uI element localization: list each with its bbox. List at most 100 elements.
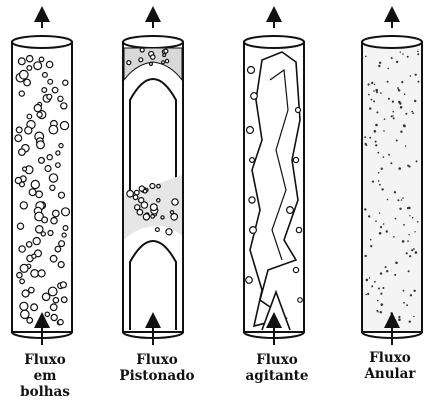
liquid-droplet xyxy=(405,145,406,146)
liquid-droplet xyxy=(412,217,414,219)
bubbly-flow-panel xyxy=(12,14,72,345)
liquid-droplet xyxy=(388,154,390,156)
gas-bubble xyxy=(163,54,166,57)
taylor-bubble-lower xyxy=(130,241,176,330)
gas-bubble xyxy=(46,61,52,67)
gas-bubble xyxy=(34,62,42,70)
gas-bubble xyxy=(162,61,165,64)
liquid-droplet xyxy=(413,316,414,317)
liquid-droplet xyxy=(404,93,406,95)
gas-bubble xyxy=(127,190,134,197)
label-line: Anular xyxy=(345,366,435,382)
gas-bubble xyxy=(63,226,68,231)
label-line: Fluxo xyxy=(112,352,202,368)
gas-bubble xyxy=(60,122,68,130)
gas-bubble xyxy=(250,158,255,163)
label-annular-flow: Fluxo Anular xyxy=(345,350,435,382)
gas-bubble xyxy=(32,254,36,258)
liquid-droplet xyxy=(380,92,382,94)
liquid-droplet xyxy=(417,221,419,223)
liquid-droplet xyxy=(392,115,393,116)
liquid-droplet xyxy=(375,124,378,127)
liquid-droplet xyxy=(365,143,367,145)
liquid-droplet xyxy=(410,294,412,296)
liquid-droplet xyxy=(408,207,411,210)
gas-bubble xyxy=(151,215,155,219)
gas-bubble xyxy=(42,217,48,223)
liquid-droplet xyxy=(371,285,373,287)
liquid-droplet xyxy=(407,240,409,242)
liquid-droplet xyxy=(403,124,406,127)
liquid-droplet xyxy=(366,294,367,295)
liquid-droplet xyxy=(375,141,377,143)
pipe-top-opening xyxy=(244,36,304,48)
liquid-droplet xyxy=(385,266,387,268)
gas-bubble xyxy=(53,210,60,217)
gas-bubble xyxy=(47,94,52,99)
liquid-droplet xyxy=(411,249,413,251)
liquid-droplet xyxy=(371,99,373,101)
pipe-top-opening xyxy=(362,36,422,48)
liquid-droplet xyxy=(366,279,369,282)
gas-bubble xyxy=(27,114,32,119)
liquid-droplet xyxy=(378,180,380,182)
gas-bubble xyxy=(151,55,155,59)
gas-bubble xyxy=(59,144,63,148)
liquid-droplet xyxy=(383,156,385,158)
liquid-droplet xyxy=(395,218,397,220)
liquid-droplet xyxy=(406,252,408,254)
slug-flow-panel xyxy=(123,14,183,345)
liquid-droplet xyxy=(372,181,374,183)
gas-bubble xyxy=(18,58,25,65)
gas-bubble xyxy=(170,211,173,214)
gas-bubble xyxy=(42,88,47,93)
liquid-droplet xyxy=(367,293,369,295)
label-bubbly-flow: Fluxo em bolhas xyxy=(0,352,90,400)
gas-bubble xyxy=(56,151,60,155)
liquid-droplet xyxy=(380,311,382,313)
gas-bubble xyxy=(171,214,178,221)
gas-bubble xyxy=(58,96,63,101)
liquid-droplet xyxy=(396,140,398,142)
gas-bubble xyxy=(16,127,22,133)
liquid-droplet xyxy=(402,197,404,199)
gas-bubble xyxy=(15,135,22,142)
liquid-droplet xyxy=(379,232,382,235)
gas-bubble xyxy=(247,127,254,134)
liquid-droplet xyxy=(368,94,370,96)
gas-bubble xyxy=(150,184,155,189)
liquid-droplet xyxy=(387,199,389,201)
liquid-droplet xyxy=(376,310,378,312)
liquid-droplet xyxy=(401,81,403,83)
liquid-droplet xyxy=(376,111,378,113)
gas-bubble xyxy=(150,204,157,211)
liquid-droplet xyxy=(412,112,414,114)
liquid-droplet xyxy=(414,100,416,102)
gas-bubble xyxy=(140,48,144,52)
taylor-bubble-upper xyxy=(130,79,176,195)
liquid-droplet xyxy=(394,274,396,276)
liquid-droplet xyxy=(378,172,380,174)
liquid-droplet xyxy=(373,90,375,92)
liquid-droplet xyxy=(375,220,377,222)
label-line: Fluxo xyxy=(232,352,322,368)
liquid-droplet xyxy=(392,111,394,113)
liquid-droplet xyxy=(380,226,382,228)
gas-bubble xyxy=(251,93,258,100)
liquid-droplet xyxy=(407,56,409,58)
gas-bubble xyxy=(42,293,49,300)
pipe-top-opening xyxy=(123,36,183,48)
liquid-droplet xyxy=(368,83,370,85)
liquid-droplet xyxy=(390,312,392,314)
liquid-droplet xyxy=(398,167,401,170)
liquid-droplet xyxy=(375,89,378,92)
liquid-droplet xyxy=(369,107,371,109)
churn-flow-panel xyxy=(244,14,304,345)
liquid-droplet xyxy=(399,208,401,210)
liquid-droplet xyxy=(386,270,388,272)
gas-bubble xyxy=(156,228,160,232)
liquid-droplet xyxy=(408,234,409,235)
liquid-droplet xyxy=(400,106,403,109)
gas-bubble xyxy=(47,155,52,160)
liquid-droplet xyxy=(393,236,395,238)
